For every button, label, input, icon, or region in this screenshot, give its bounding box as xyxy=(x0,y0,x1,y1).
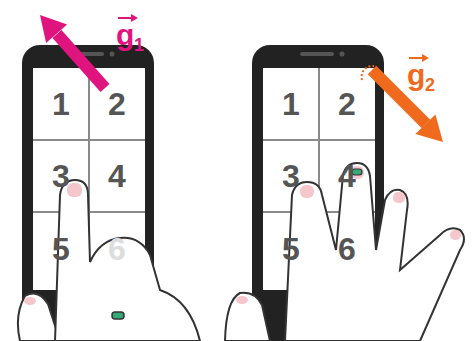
fingernail xyxy=(450,230,461,240)
cell-number: 6 xyxy=(338,233,356,265)
grid-line xyxy=(33,139,145,141)
grid-cell: 4 xyxy=(319,140,375,212)
vector-index: 2 xyxy=(425,76,435,94)
fingernail xyxy=(236,296,248,304)
gravity-arrow xyxy=(57,34,105,88)
phone-camera xyxy=(110,52,115,57)
cell-number: 1 xyxy=(282,88,300,120)
arrow-head xyxy=(40,15,67,43)
grid-cell: 3 xyxy=(263,140,319,212)
vector-symbol: g xyxy=(407,60,425,90)
cell-number: 5 xyxy=(52,233,70,265)
sensor xyxy=(112,312,124,319)
thumb xyxy=(18,293,60,341)
cell-number: 6 xyxy=(108,233,126,265)
hand xyxy=(55,180,200,341)
grid-cell: 1 xyxy=(263,68,319,140)
hand xyxy=(285,163,464,341)
grid-cell: 5 xyxy=(33,212,89,285)
grid-cell: 5 xyxy=(263,212,319,285)
phone-camera xyxy=(340,52,345,57)
cell-number: 3 xyxy=(282,160,300,192)
grid-cell: 2 xyxy=(319,68,375,140)
cell-number: 4 xyxy=(108,160,126,192)
cell-number: 5 xyxy=(282,233,300,265)
phone-speaker xyxy=(300,52,334,56)
vector-index: 1 xyxy=(134,36,144,54)
grid-cell: 6 xyxy=(319,212,375,285)
grid-cell: 1 xyxy=(33,68,89,140)
cell-number: 3 xyxy=(52,160,70,192)
cell-number: 2 xyxy=(108,88,126,120)
grid-cell: 2 xyxy=(89,68,145,140)
fingernail xyxy=(300,185,314,198)
grid-cell: 3 xyxy=(33,140,89,212)
grid-cell: 6 xyxy=(89,212,145,285)
arrow-head xyxy=(415,114,443,142)
grid-cell: 4 xyxy=(89,140,145,212)
fingernail xyxy=(393,192,405,203)
fingernail xyxy=(24,297,36,305)
vector-symbol: g xyxy=(116,20,134,50)
cell-number: 4 xyxy=(338,160,356,192)
cell-number: 2 xyxy=(338,88,356,120)
cell-number: 1 xyxy=(52,88,70,120)
thumb xyxy=(225,293,270,341)
grid-line xyxy=(263,139,375,141)
